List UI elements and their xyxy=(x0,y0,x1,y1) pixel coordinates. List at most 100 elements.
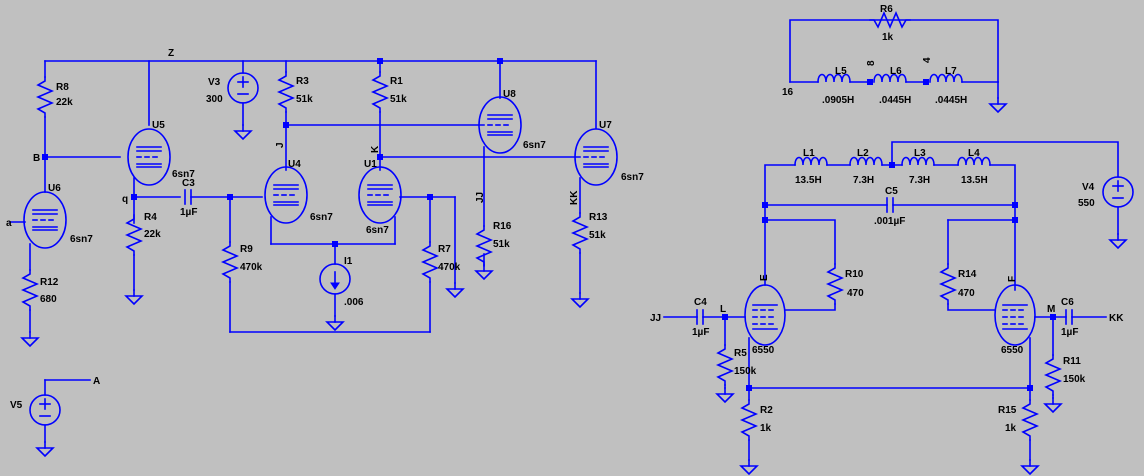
tube-u5 xyxy=(127,128,171,186)
f-tube-value: 6550 xyxy=(1001,345,1024,356)
ground-icon xyxy=(475,264,493,280)
voltage-source-v3 xyxy=(227,72,259,104)
r5-value: 150k xyxy=(734,366,757,377)
r13-name: R13 xyxy=(589,212,608,223)
r16-value: 51k xyxy=(493,239,510,250)
r10-value: 470 xyxy=(847,288,864,299)
resistor-r12 xyxy=(22,269,38,311)
l4-value: 13.5H xyxy=(961,175,988,186)
ground-icon xyxy=(234,124,252,140)
r8-name: R8 xyxy=(56,82,69,93)
output-transformer-section: R6 1k 16 8 4 L5 .0905H L6 .0445H L7 .044… xyxy=(782,4,1007,113)
resistor-r14 xyxy=(940,263,956,305)
u1-name: U1 xyxy=(364,159,377,170)
tube-e-6550 xyxy=(744,284,786,346)
c6-value: 1µF xyxy=(1061,327,1078,338)
tube-f-6550 xyxy=(994,284,1036,346)
ground-icon xyxy=(1021,459,1039,475)
u7-value: 6sn7 xyxy=(621,172,644,183)
v4-value: 550 xyxy=(1078,198,1095,209)
c4-value: 1µF xyxy=(692,327,709,338)
node-label-m: M xyxy=(1047,304,1055,315)
tube-u4 xyxy=(264,166,308,224)
ground-icon xyxy=(36,441,54,457)
r9-value: 470k xyxy=(240,262,263,273)
r2-name: R2 xyxy=(760,405,773,416)
r10-name: R10 xyxy=(845,269,864,280)
e-tube-value: 6550 xyxy=(752,345,775,356)
r12-value: 680 xyxy=(40,294,57,305)
node-label-4: 4 xyxy=(922,57,933,63)
l6-name: L6 xyxy=(890,66,902,77)
node-b-dot xyxy=(42,154,48,160)
node-label-q: q xyxy=(122,194,128,205)
u6-name: U6 xyxy=(48,183,61,194)
ground-icon xyxy=(1044,397,1062,413)
node-label-jj-input: JJ xyxy=(650,313,661,324)
v5-name: V5 xyxy=(10,400,23,411)
l7-name: L7 xyxy=(945,66,957,77)
r3-value: 51k xyxy=(296,94,313,105)
ground-icon xyxy=(571,292,589,308)
r13-value: 51k xyxy=(589,230,606,241)
r16-name: R16 xyxy=(493,221,512,232)
r5-name: R5 xyxy=(734,348,747,359)
u8-value: 6sn7 xyxy=(523,140,546,151)
resistor-r9 xyxy=(222,241,238,283)
resistor-r2 xyxy=(741,399,757,441)
node-label-a-upper: A xyxy=(93,376,100,387)
resistor-r1 xyxy=(372,71,388,113)
c3-name: C3 xyxy=(182,178,195,189)
u1-value: 6sn7 xyxy=(366,225,389,236)
l7-value: .0445H xyxy=(935,95,967,106)
l3-value: 7.3H xyxy=(909,175,930,186)
l5-name: L5 xyxy=(835,66,847,77)
l4-name: L4 xyxy=(968,148,980,159)
r9-name: R9 xyxy=(240,244,253,255)
resistor-r8 xyxy=(37,76,53,118)
node-label-16: 16 xyxy=(782,87,794,98)
r14-name: R14 xyxy=(958,269,977,280)
l5-value: .0905H xyxy=(822,95,854,106)
u5-name: U5 xyxy=(152,120,165,131)
resistor-r15 xyxy=(1022,399,1038,441)
ground-icon xyxy=(716,387,734,403)
ground-icon xyxy=(740,459,758,475)
u4-value: 6sn7 xyxy=(310,212,333,223)
l3-name: L3 xyxy=(914,148,926,159)
u6-value: 6sn7 xyxy=(70,234,93,245)
power-stage-section: L1 13.5H L2 7.3H L3 7.3H L4 13.5H V4 550… xyxy=(650,141,1134,475)
ground-icon xyxy=(446,282,464,298)
node-label-e: E xyxy=(759,274,770,281)
node-label-jj-vertical: JJ xyxy=(475,192,486,203)
r1-name: R1 xyxy=(390,76,403,87)
r1-value: 51k xyxy=(390,94,407,105)
r15-value: 1k xyxy=(1005,423,1017,434)
v3-name: V3 xyxy=(208,77,221,88)
r7-name: R7 xyxy=(438,244,451,255)
voltage-source-v5 xyxy=(29,394,61,426)
ground-icon xyxy=(1109,233,1127,249)
u5-value: 6sn7 xyxy=(172,169,195,180)
l2-name: L2 xyxy=(857,148,869,159)
c4-name: C4 xyxy=(694,297,707,308)
u8-name: U8 xyxy=(503,89,516,100)
r11-name: R11 xyxy=(1063,356,1081,367)
node-label-kk-output: KK xyxy=(1109,313,1124,324)
node-label-l: L xyxy=(720,304,726,315)
c5-name: C5 xyxy=(885,186,898,197)
r6-name: R6 xyxy=(880,4,893,15)
node-label-8: 8 xyxy=(866,60,877,66)
tube-u6 xyxy=(23,191,67,249)
node-label-z: Z xyxy=(168,48,174,59)
r3-name: R3 xyxy=(296,76,309,87)
tube-u1 xyxy=(358,166,402,224)
tube-u8 xyxy=(478,96,522,154)
l6-value: .0445H xyxy=(879,95,911,106)
v4-name: V4 xyxy=(1082,182,1095,193)
i1-value: .006 xyxy=(344,297,364,308)
c3-value: 1µF xyxy=(180,207,197,218)
resistor-r3 xyxy=(278,71,294,113)
u7-name: U7 xyxy=(599,120,612,131)
node-label-k: K xyxy=(370,145,381,153)
